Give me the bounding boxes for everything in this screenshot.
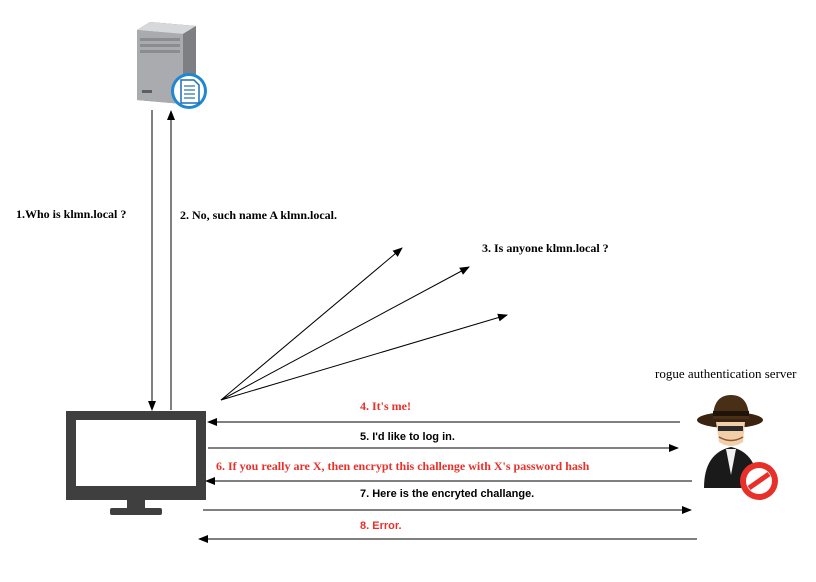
hacker-icon — [697, 395, 778, 500]
monitor-icon — [66, 411, 206, 515]
message-7-label: 7. Here is the encryted challange. — [360, 488, 535, 500]
message-5-label: 5. I'd like to log in. — [360, 431, 455, 443]
arrow-3a-broadcast — [220, 247, 403, 401]
message-4-label: 4. It's me! — [360, 399, 411, 413]
rogue-server-label: rogue authentication server — [655, 366, 797, 381]
message-1-label: 1.Who is klmn.local ? — [16, 207, 127, 221]
arrow-3c-broadcast — [220, 313, 508, 401]
arrow-3b-broadcast — [220, 266, 470, 401]
message-8-label: 8. Error. — [360, 520, 402, 532]
server-icon — [137, 22, 207, 109]
message-2-label: 2. No, such name A klmn.local. — [180, 208, 338, 222]
message-6-label: 6. If you really are X, then encrypt thi… — [216, 459, 590, 473]
message-3-label: 3. Is anyone klmn.local ? — [482, 241, 609, 255]
